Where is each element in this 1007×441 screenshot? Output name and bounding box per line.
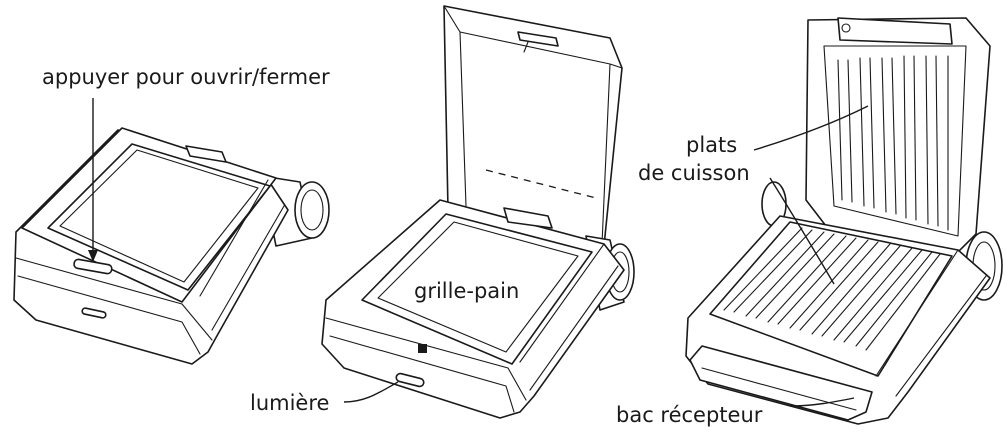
toaster-icon <box>418 344 427 353</box>
arrow-icon <box>88 250 98 262</box>
grill-plates <box>685 17 1003 425</box>
grill-closed <box>13 127 330 365</box>
label-open-close: appuyer pour ouvrir/fermer <box>42 65 330 89</box>
label-drip-tray: bac récepteur <box>616 403 763 427</box>
label-plates-line1: plats <box>686 133 737 157</box>
open-close-button <box>73 258 113 275</box>
label-toaster: grille-pain <box>414 279 519 303</box>
plates-pointer-lower <box>769 177 835 285</box>
label-light: lumière <box>250 391 329 415</box>
drip-tray-pointer <box>789 397 855 407</box>
upper-plate-ribs <box>837 55 949 231</box>
label-plates-line2: de cuisson <box>638 161 750 185</box>
grill-toaster <box>321 5 635 419</box>
light-pointer <box>343 381 399 403</box>
light-indicator <box>395 372 425 388</box>
plates-pointer-upper <box>753 105 869 151</box>
